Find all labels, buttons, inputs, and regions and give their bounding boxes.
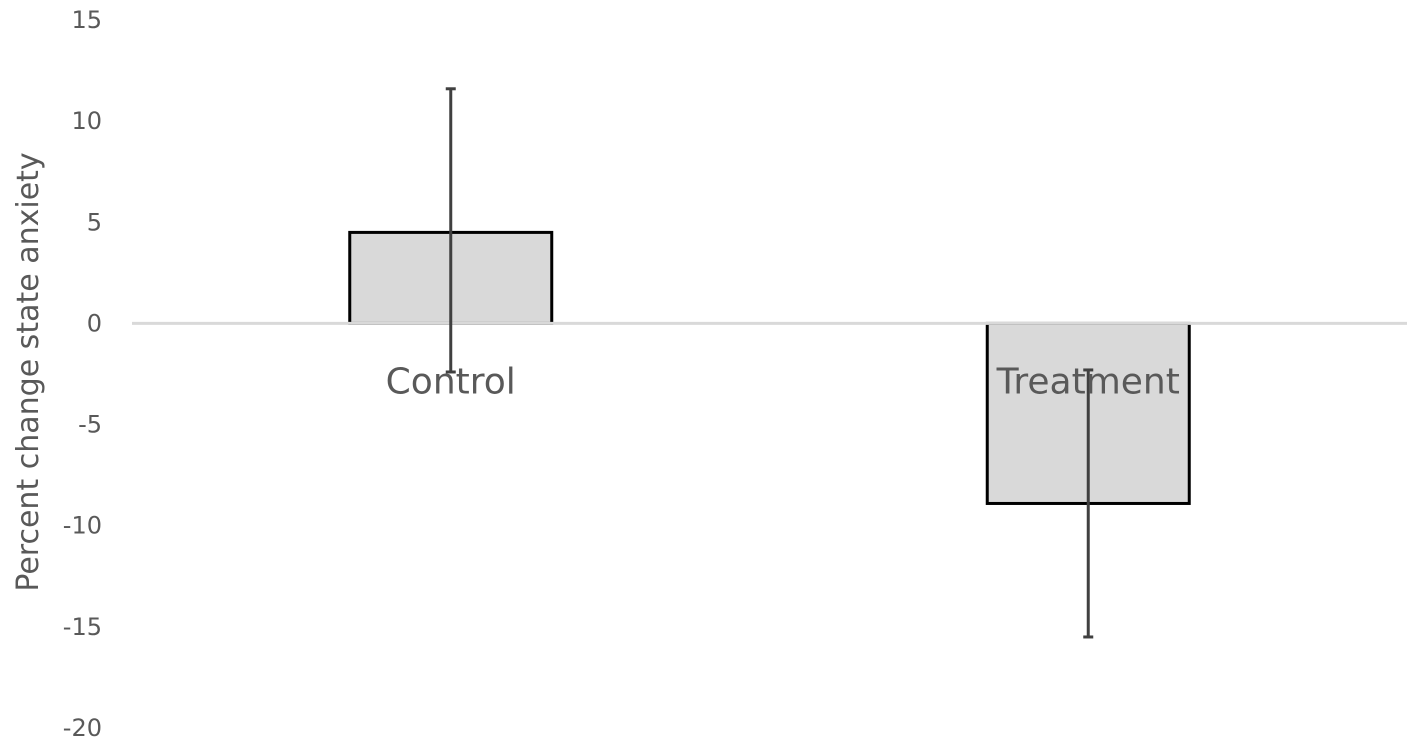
- category-label: Treatment: [996, 361, 1180, 402]
- y-axis-title: Percent change state anxiety: [11, 152, 46, 591]
- y-tick-label: 0: [87, 309, 102, 337]
- y-tick-label: -20: [63, 714, 102, 742]
- category-labels: Control Treatment: [386, 361, 1180, 402]
- category-label: Control: [386, 361, 516, 402]
- y-tick-label: -10: [63, 512, 102, 540]
- y-tick-label: 15: [71, 6, 102, 34]
- y-tick-label: -5: [78, 411, 102, 439]
- error-bars-layer: [445, 87, 1094, 639]
- y-tick-label: 5: [87, 208, 102, 236]
- y-tick-label: 10: [71, 107, 102, 135]
- error-bar: [1083, 368, 1094, 639]
- error-bar: [445, 87, 456, 374]
- y-axis-ticks: 15 10 5 0 -5 -10 -15 -20: [63, 6, 102, 742]
- y-tick-label: -15: [63, 613, 102, 641]
